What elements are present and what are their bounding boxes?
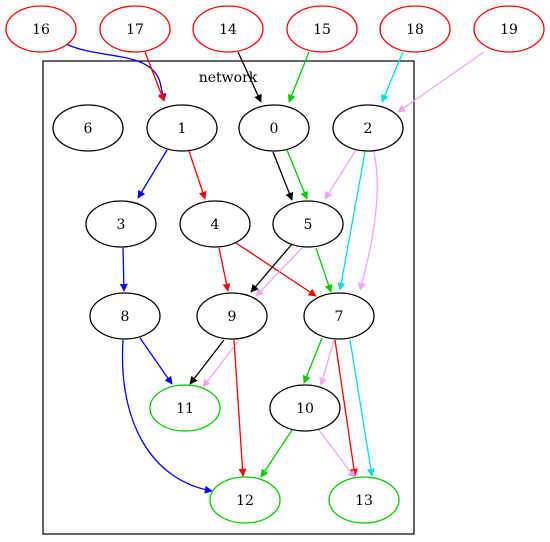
node-16-ellipse [5, 5, 77, 53]
node-17-label: 17 [126, 22, 144, 38]
node-8-label: 8 [121, 309, 130, 325]
node-17-ellipse [99, 5, 171, 53]
edge-3-to-8-blue [119, 247, 128, 292]
edge-5-to-9-black [250, 243, 293, 293]
edge-1-to-4-red [188, 150, 207, 200]
node-12: 12 [209, 476, 281, 524]
node-10-ellipse [269, 384, 341, 432]
edge-2-to-7-cyan [337, 151, 366, 291]
node-11-ellipse [149, 384, 221, 432]
cluster-network-label: network [199, 70, 258, 86]
node-0: 0 [238, 104, 310, 152]
node-13: 13 [328, 476, 400, 524]
edge-18-to-2-cyan [381, 51, 404, 103]
node-2: 2 [332, 104, 404, 152]
edge-10-to-13-pink [318, 429, 356, 479]
edge-5-to-9-pink [255, 245, 305, 297]
node-3: 3 [85, 200, 157, 248]
node-18-ellipse [379, 5, 451, 53]
edge-1-to-3-blue [137, 149, 168, 199]
node-3-ellipse [85, 200, 157, 248]
node-18: 18 [379, 5, 451, 53]
node-14-ellipse [192, 5, 264, 53]
edge-0-to-5-green [286, 149, 308, 200]
node-19-label: 19 [500, 22, 518, 38]
node-10-label: 10 [296, 401, 314, 417]
edge-8-to-12-blue [121, 339, 213, 494]
node-15-label: 15 [313, 22, 331, 38]
node-9-ellipse [196, 292, 268, 340]
edge-2-to-7-pink [358, 151, 378, 291]
edge-5-to-7-green [315, 247, 333, 293]
edge-7-to-13-red [334, 339, 358, 477]
edge-10-to-12-green [260, 429, 293, 478]
node-11-label: 11 [176, 401, 194, 417]
edge-4-to-7-red [235, 242, 317, 297]
node-9: 9 [196, 292, 268, 340]
node-2-ellipse [332, 104, 404, 152]
node-10: 10 [269, 384, 341, 432]
node-18-label: 18 [406, 22, 424, 38]
node-14: 14 [192, 5, 264, 53]
edge-7-to-10-green [302, 337, 323, 384]
node-4-ellipse [179, 200, 251, 248]
node-3-label: 3 [117, 217, 126, 233]
node-19-ellipse [473, 5, 545, 53]
edge-9-to-11-pink [202, 339, 240, 388]
node-4-label: 4 [211, 217, 220, 233]
node-7: 7 [303, 292, 375, 340]
edge-9-to-11-black [189, 339, 225, 385]
edge-19-to-2-pink [397, 51, 485, 113]
cluster-network-frame [42, 60, 415, 535]
node-4: 4 [179, 200, 251, 248]
node-15-ellipse [286, 5, 358, 53]
node-7-label: 7 [335, 309, 344, 325]
node-15: 15 [286, 5, 358, 53]
node-5: 5 [272, 200, 344, 248]
edge-4-to-9-red [218, 247, 231, 292]
edge-2-to-5-pink [324, 149, 357, 200]
node-1-ellipse [146, 104, 218, 152]
edge-15-to-0-green [287, 51, 310, 103]
node-5-ellipse [272, 200, 344, 248]
node-13-label: 13 [355, 493, 373, 509]
node-16-label: 16 [32, 22, 50, 38]
node-6: 6 [52, 104, 124, 152]
node-8: 8 [89, 292, 161, 340]
edge-17-to-1-red [144, 51, 166, 102]
edge-8-to-11-blue [139, 337, 173, 385]
node-9-label: 9 [228, 309, 237, 325]
node-16: 16 [5, 5, 77, 53]
node-6-ellipse [52, 104, 124, 152]
node-19: 19 [473, 5, 545, 53]
node-11: 11 [149, 384, 221, 432]
node-12-ellipse [209, 476, 281, 524]
node-8-ellipse [89, 292, 161, 340]
node-7-ellipse [303, 292, 375, 340]
node-17: 17 [99, 5, 171, 53]
node-1: 1 [146, 104, 218, 152]
edge-9-to-12-red [233, 339, 247, 477]
edge-14-to-0-black [237, 51, 262, 103]
node-2-label: 2 [364, 121, 373, 137]
node-5-label: 5 [304, 217, 313, 233]
edge-7-to-10-pink [319, 339, 335, 386]
edge-7-to-13-cyan [349, 339, 375, 477]
edge-16-to-1-blue [65, 43, 167, 102]
node-0-ellipse [238, 104, 310, 152]
edge-0-to-5-black [272, 151, 294, 201]
node-13-ellipse [328, 476, 400, 524]
node-1-label: 1 [178, 121, 187, 137]
node-0-label: 0 [270, 121, 279, 137]
node-12-label: 12 [236, 493, 254, 509]
node-6-label: 6 [84, 121, 93, 137]
node-14-label: 14 [219, 22, 237, 38]
